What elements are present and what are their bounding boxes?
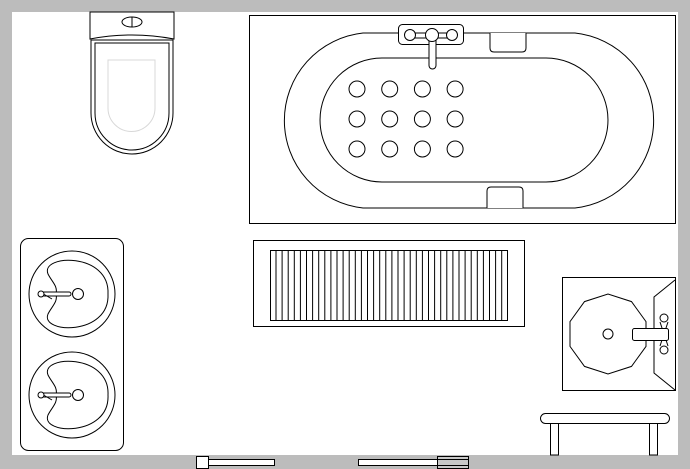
drain-icon	[72, 288, 84, 300]
toilet-icon[interactable]	[89, 11, 175, 155]
tub-faucet-icon[interactable]	[398, 24, 464, 70]
jet-icon	[381, 80, 399, 98]
drain-icon	[72, 389, 84, 401]
jet-icon	[413, 110, 431, 128]
jet-icon	[348, 110, 366, 128]
door-icon[interactable]	[196, 456, 275, 469]
jet-icon	[381, 110, 399, 128]
corner-sink-icon[interactable]	[562, 277, 676, 391]
jet-icon	[381, 140, 399, 158]
jet-icon	[413, 80, 431, 98]
bench-icon[interactable]	[540, 413, 670, 456]
jet-icon	[446, 140, 464, 158]
vanity-sink-icon[interactable]	[28, 250, 116, 338]
tub-jets	[348, 80, 464, 158]
jet-icon	[348, 140, 366, 158]
bath-mat-icon	[253, 240, 525, 327]
jet-icon	[348, 80, 366, 98]
jet-icon	[446, 80, 464, 98]
vanity-sink-icon[interactable]	[28, 351, 116, 439]
double-vanity-icon[interactable]	[20, 238, 124, 451]
jet-icon	[446, 110, 464, 128]
sink-faucet-icon[interactable]	[632, 313, 669, 355]
jet-icon	[413, 140, 431, 158]
bathtub-icon[interactable]	[249, 15, 676, 224]
